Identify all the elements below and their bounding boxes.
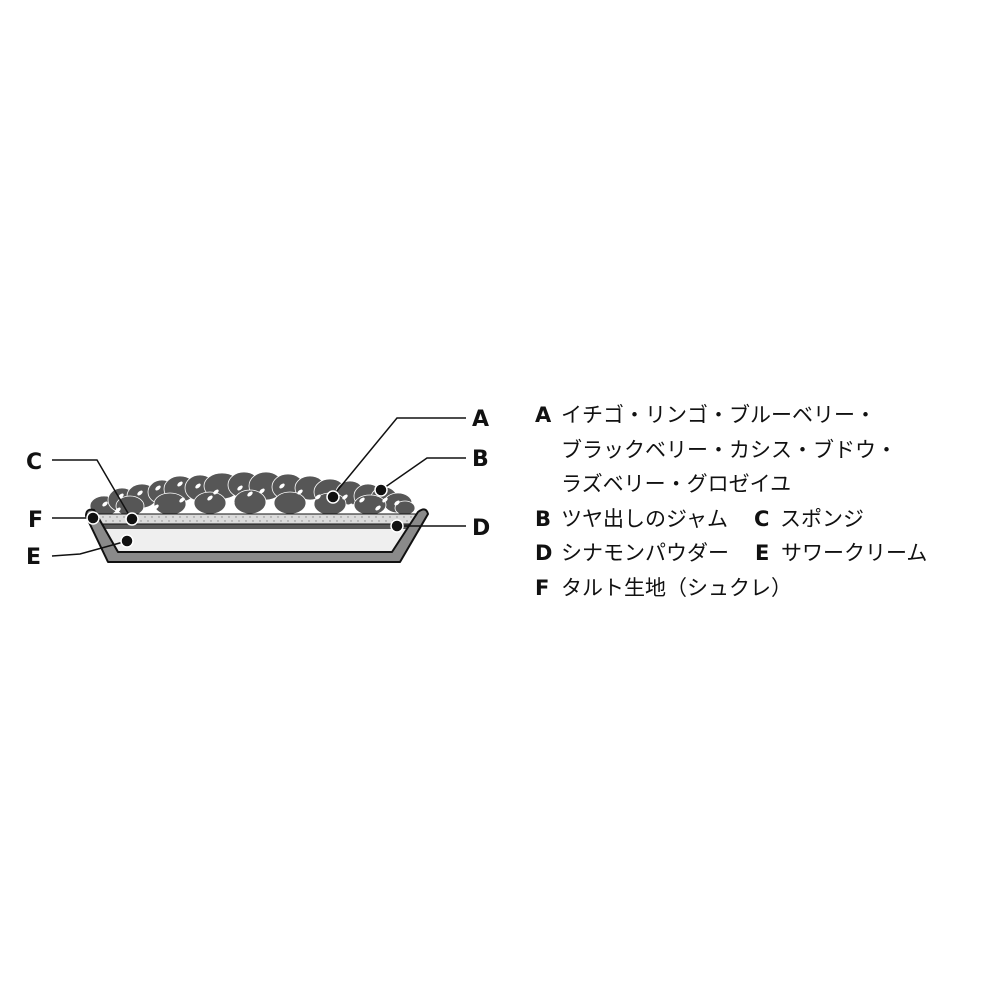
legend-key: D bbox=[535, 541, 553, 565]
legend-row-bc: B ツヤ出しのジャム C スポンジ bbox=[535, 502, 927, 537]
legend-text: ラズベリー・グロゼイユ bbox=[561, 472, 792, 496]
fruit-highlight bbox=[359, 497, 365, 503]
callout-label-b: B bbox=[472, 447, 489, 472]
legend-row-f: F タルト生地（シュクレ） bbox=[535, 571, 927, 606]
fruit-highlight bbox=[155, 485, 161, 491]
fruit-layer-a bbox=[89, 471, 416, 517]
legend-text: スポンジ bbox=[779, 506, 864, 531]
legend-key: C bbox=[753, 506, 770, 531]
fruit-highlight bbox=[115, 507, 121, 513]
legend-text: イチゴ・リンゴ・ブルーベリー・ bbox=[561, 403, 876, 427]
tart-shell-f bbox=[85, 508, 429, 563]
fruit-highlight bbox=[279, 483, 285, 489]
legend-text: ブラックベリー・カシス・ブドウ・ bbox=[561, 437, 897, 462]
legend-text: サワークリーム bbox=[781, 541, 928, 565]
fruit-highlight bbox=[394, 500, 400, 506]
callout-dots bbox=[86, 483, 404, 548]
fruit-highlight bbox=[259, 488, 265, 494]
fruit-highlight bbox=[153, 504, 159, 510]
fruit-highlight bbox=[179, 497, 185, 503]
callout-label-c: C bbox=[26, 450, 42, 475]
sour-cream-layer-e bbox=[94, 527, 416, 553]
legend: A イチゴ・リンゴ・ブルーベリー・ ブラックベリー・カシス・ブドウ・ ラズベリー・… bbox=[535, 398, 927, 605]
fruit-highlight bbox=[375, 505, 381, 511]
fruit-highlight bbox=[229, 501, 235, 507]
fruit-highlight bbox=[102, 501, 108, 507]
sponge-layer-c bbox=[89, 513, 421, 525]
legend-item-a-cont: ラズベリー・グロゼイユ bbox=[535, 467, 927, 502]
callout-label-d: D bbox=[472, 516, 490, 541]
legend-row-de: D シナモンパウダー E サワークリーム bbox=[535, 536, 927, 571]
leader-lines bbox=[51, 417, 466, 557]
fruit-highlight bbox=[342, 494, 348, 500]
legend-key: E bbox=[755, 541, 770, 565]
fruit-highlight bbox=[382, 497, 388, 503]
legend-key: B bbox=[535, 506, 552, 531]
fruit-highlight bbox=[207, 495, 213, 501]
fruit-piece bbox=[353, 494, 387, 516]
fruit-highlight bbox=[213, 489, 219, 495]
fruit-piece bbox=[153, 492, 187, 516]
legend-text: シナモンパウダー bbox=[561, 541, 729, 565]
legend-key: F bbox=[535, 575, 550, 600]
fruit-highlight bbox=[267, 502, 273, 508]
callout-label-e: E bbox=[26, 545, 41, 570]
legend-item-a-cont: ブラックベリー・カシス・ブドウ・ bbox=[535, 433, 927, 468]
legend-text: ツヤ出しのジャム bbox=[561, 506, 728, 531]
legend-key: A bbox=[535, 403, 552, 427]
fruit-highlight bbox=[118, 493, 124, 499]
fruit-highlight bbox=[237, 485, 243, 491]
fruit-piece bbox=[273, 491, 307, 515]
fruit-highlight bbox=[177, 481, 183, 487]
callout-label-a: A bbox=[472, 407, 489, 432]
legend-item-a: A イチゴ・リンゴ・ブルーベリー・ bbox=[535, 398, 927, 433]
fruit-highlight bbox=[247, 491, 253, 497]
legend-text: タルト生地（シュクレ） bbox=[561, 575, 792, 600]
fruit-highlight bbox=[315, 494, 321, 500]
fruit-highlight bbox=[195, 483, 201, 489]
fruit-highlight bbox=[305, 501, 311, 507]
callout-label-f: F bbox=[28, 508, 43, 533]
fruit-piece bbox=[193, 491, 227, 515]
fruit-highlight bbox=[297, 489, 303, 495]
fruit-highlight bbox=[347, 503, 353, 509]
fruit-highlight bbox=[137, 490, 143, 496]
